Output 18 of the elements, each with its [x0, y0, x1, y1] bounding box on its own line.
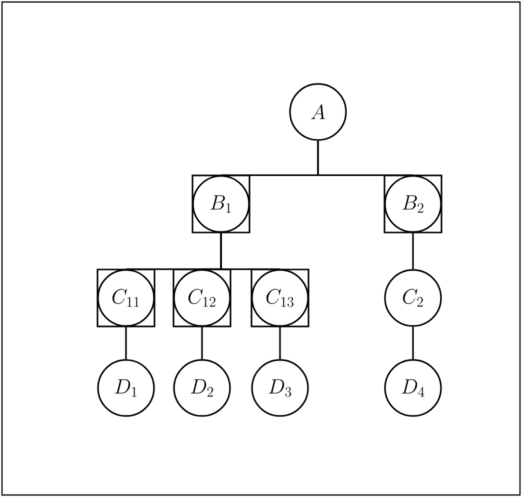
boxed-circle-node: $C_{11}$ [96, 268, 156, 328]
circle-node: $D_4$ [384, 359, 442, 417]
circle-node: $D_2$ [173, 359, 231, 417]
circle-node: $A$ [289, 83, 347, 141]
circle-node: $D_1$ [97, 359, 155, 417]
circle-node: $D_3$ [251, 359, 309, 417]
connector [412, 326, 414, 360]
connector [220, 232, 280, 270]
connector [125, 326, 127, 360]
boxed-circle-node: $B_1$ [192, 174, 250, 234]
connector [412, 232, 414, 270]
boxed-circle-node: $B_2$ [384, 174, 442, 234]
boxed-circle-node: $C_{12}$ [172, 268, 232, 328]
boxed-circle-node: $C_{13}$ [250, 268, 310, 328]
connector [317, 140, 413, 176]
connector [279, 326, 281, 360]
connector [201, 326, 203, 360]
circle-node: $C_2$ [384, 269, 442, 327]
